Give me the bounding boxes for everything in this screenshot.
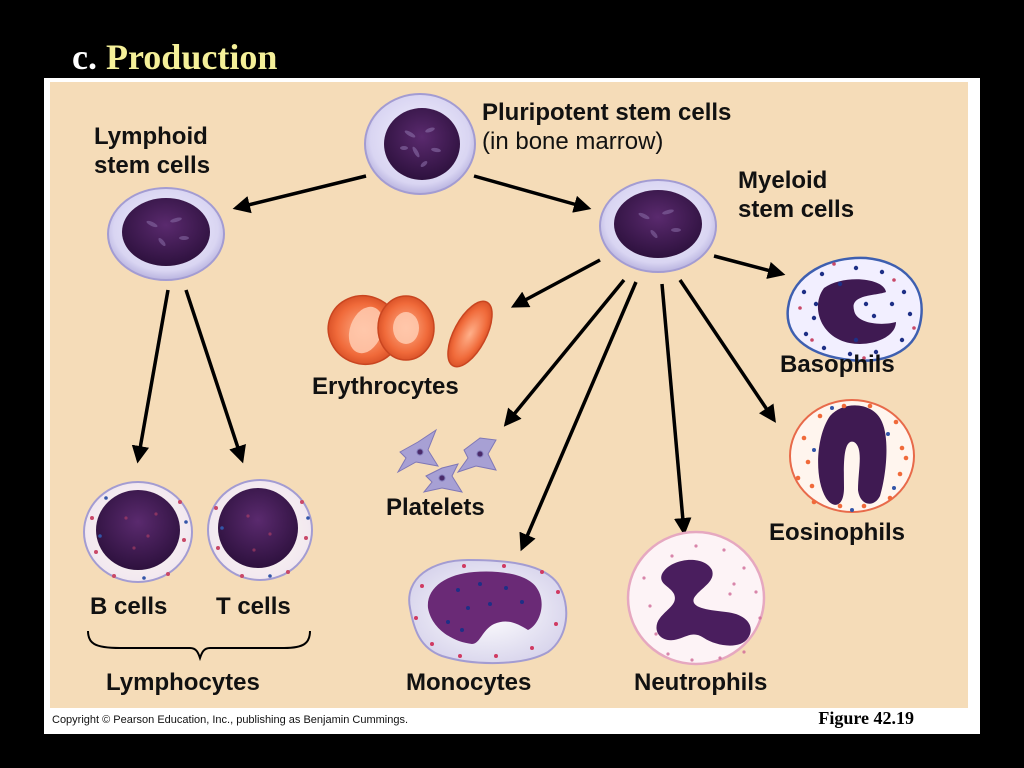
label-eosinophils: Eosinophils [769,519,905,546]
label-b-cells: B cells [90,593,167,620]
platelets-illustration [396,428,497,493]
label-erythrocytes: Erythrocytes [312,373,459,400]
label-monocytes: Monocytes [406,669,531,696]
figure-number: Figure 42.19 [818,708,914,728]
lineage-arrows [131,174,786,552]
monocyte-illustration [408,558,568,665]
label-pluripotent-line1: Pluripotent stem cells [482,99,731,126]
neutrophil-illustration [626,530,766,666]
figure-panel: Pluripotent stem cells (in bone marrow) … [44,78,980,734]
erythrocytes-illustration [327,295,493,368]
label-neutrophils: Neutrophils [634,669,767,696]
lymphocytes-brace [87,630,311,662]
t-cell-illustration [207,479,313,581]
label-platelets: Platelets [386,494,485,521]
pluripotent-stem-cell [364,93,476,195]
hematopoiesis-diagram: Pluripotent stem cells (in bone marrow) … [50,82,968,708]
label-lymphocytes: Lymphocytes [106,669,260,696]
slide-title-text: Production [105,37,278,77]
label-lymphoid-line2: stem cells [94,152,210,179]
slide-title: c. Production [72,36,277,78]
myeloid-stem-cell [599,179,717,273]
label-myeloid-line2: stem cells [738,196,854,223]
b-cell-illustration [83,481,193,583]
label-t-cells: T cells [216,593,291,620]
slide-title-prefix: c. [72,37,97,77]
lymphoid-stem-cell [107,187,225,281]
basophil-illustration [786,256,923,362]
eosinophil-illustration [789,399,915,513]
label-lymphoid-line1: Lymphoid [94,123,208,150]
label-myeloid-line1: Myeloid [738,167,827,194]
label-basophils: Basophils [780,351,895,378]
label-pluripotent-line2: (in bone marrow) [482,128,663,155]
copyright-notice: Copyright © Pearson Education, Inc., pub… [52,714,409,726]
